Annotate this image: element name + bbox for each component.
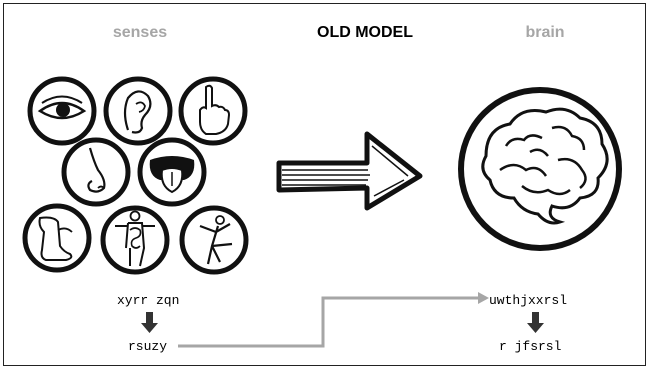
finger-touch-icon: [178, 76, 248, 146]
connector-arrowhead: [478, 292, 489, 304]
down-arrow-left-icon: [141, 312, 158, 333]
body-organs-icon: [100, 205, 170, 275]
brain-code-top: uwthjxxrsl: [489, 293, 568, 308]
nose-icon: [61, 137, 131, 207]
ear-icon: [103, 76, 173, 146]
tongue-icon: [137, 137, 207, 207]
down-arrow-right-icon: [527, 312, 544, 333]
heading-senses: senses: [112, 24, 168, 41]
senses-code-top: xyrr zqn: [117, 293, 180, 308]
heading-title: OLD MODEL: [317, 24, 413, 41]
diagram-frame: [3, 3, 646, 366]
brain-code-bottom: r jfsrsl: [499, 339, 562, 354]
brain-icon: [458, 87, 622, 251]
big-right-arrow-icon: [276, 131, 423, 211]
senses-code-bottom: rsuzy: [128, 339, 168, 354]
connector-line: [178, 296, 478, 348]
balance-figure-icon: [179, 205, 249, 275]
heading-brain: brain: [525, 24, 565, 41]
eye-icon: [27, 76, 97, 146]
foot-icon: [22, 203, 92, 273]
